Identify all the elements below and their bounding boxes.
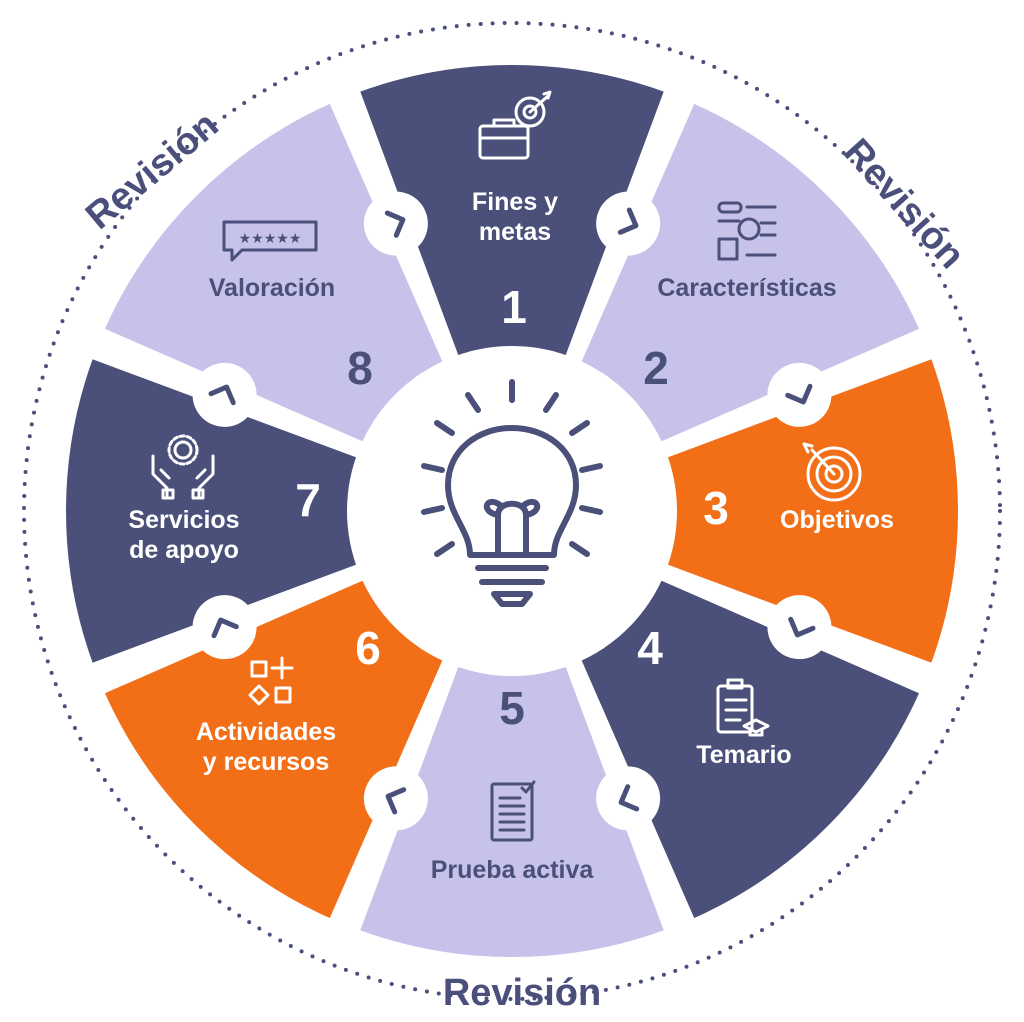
- segment-label-5: Prueba activa: [431, 856, 595, 884]
- arrow-connector: [192, 595, 257, 660]
- segment-number-1: 1: [501, 281, 527, 333]
- segment-number-7: 7: [295, 474, 321, 526]
- features-icon: [717, 201, 777, 261]
- test-document-icon: [490, 780, 536, 842]
- briefcase-target-icon: [478, 90, 552, 160]
- segment-number-8: 8: [347, 342, 373, 394]
- segment-icons: ★★★★★: [151, 90, 862, 842]
- segment-label-line: Fines y: [472, 188, 558, 216]
- arrow-connector: [192, 362, 257, 427]
- arrow-connector: [363, 191, 428, 256]
- review-label-bottom: Revisión: [443, 972, 601, 1014]
- segment-label-line: Servicios: [128, 506, 239, 534]
- segment-number-2: 2: [643, 342, 669, 394]
- arrow-connector: [767, 362, 832, 427]
- dotted-review-ring: [22, 21, 1002, 1001]
- segment-label-8: Valoración: [209, 274, 335, 302]
- wheel-segments: [58, 57, 966, 965]
- lightbulb-icon: [421, 379, 603, 607]
- segment-number-5: 5: [499, 682, 525, 734]
- clipboard-graduation-icon: [716, 678, 770, 737]
- rating-stars-icon: ★★★★★: [222, 220, 318, 262]
- center-hub: [347, 346, 677, 676]
- segment-label-line: y recursos: [203, 748, 329, 776]
- target-icon: [802, 442, 862, 502]
- segment-label-4: Temario: [696, 741, 791, 769]
- segment-label-2: Características: [657, 274, 836, 302]
- arrow-connector: [596, 766, 661, 831]
- segment-label-line: Valoración: [209, 274, 335, 302]
- arrow-connector: [767, 595, 832, 660]
- segment-label-line: Actividades: [196, 718, 336, 746]
- segment-label-line: Temario: [696, 741, 791, 769]
- segment-label-line: de apoyo: [129, 536, 239, 564]
- segment-label-line: Prueba activa: [431, 856, 595, 884]
- hands-gear-icon: [151, 434, 215, 500]
- segment-arrows: [192, 191, 832, 831]
- arrow-connector: [363, 766, 428, 831]
- segment-number-3: 3: [703, 482, 729, 534]
- segment-label-line: metas: [479, 218, 551, 246]
- segment-number-4: 4: [637, 622, 663, 674]
- arrow-connector: [596, 191, 661, 256]
- segment-label-3: Objetivos: [780, 506, 894, 534]
- segment-label-line: Objetivos: [780, 506, 894, 534]
- svg-text:★★★★★: ★★★★★: [239, 231, 302, 247]
- shapes-icon: [248, 656, 294, 706]
- segment-label-line: Características: [657, 274, 836, 302]
- segment-number-6: 6: [355, 622, 381, 674]
